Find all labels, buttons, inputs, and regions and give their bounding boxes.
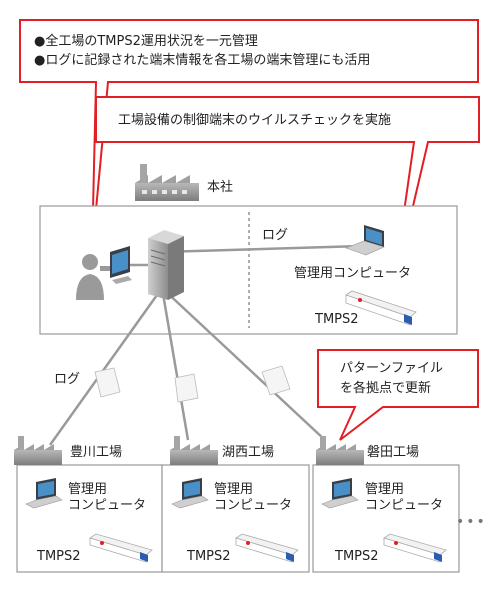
top-callout-line1: ●全工場のTMPS2運用状況を一元管理 (34, 34, 258, 49)
top-callout (19, 19, 479, 253)
hq-computer-label: 管理用コンピュータ (294, 266, 412, 281)
hq-device-label: TMPS2 (315, 312, 359, 327)
factory-building-icon (170, 436, 218, 465)
factory-computer-label-line1: 管理用 (68, 482, 108, 497)
factory-laptop-icon (171, 478, 209, 509)
hq-usb-device-icon (345, 290, 417, 326)
more-indicator: ••• (456, 514, 487, 530)
factory-laptop-icon (25, 478, 63, 509)
factory-device-label: TMPS2 (187, 549, 231, 564)
pattern-callout-line1: パターンファイル (340, 361, 443, 376)
hq-laptop-icon (345, 225, 385, 256)
monitor-icon (110, 246, 132, 284)
server-icon (148, 230, 184, 300)
left-log-label: ログ (54, 372, 81, 387)
pattern-callout-line2: を各拠点で更新 (340, 381, 432, 396)
pattern-callout (317, 349, 479, 441)
log-document-icon (261, 365, 291, 396)
top-callout-line2: ●ログに記録された端末情報を各工場の端末管理にも活用 (34, 53, 371, 68)
factory-computer-label-line2: コンピュータ (68, 498, 147, 513)
factory-computer-label-line1: 管理用 (365, 482, 405, 497)
operator-icon (76, 254, 112, 300)
factory-usb-device-icon (89, 533, 153, 563)
factory-usb-device-icon (383, 533, 447, 563)
factory-usb-device-icon (235, 533, 299, 563)
factory-name: 湖西工場 (222, 445, 275, 460)
factory-name: 豊川工場 (70, 445, 123, 460)
hq-log-label: ログ (262, 228, 289, 243)
virus-check-callout-text: 工場設備の制御端末のウイルスチェックを実施 (118, 113, 392, 128)
hq-name: 本社 (207, 180, 234, 195)
factory-computer-label-line2: コンピュータ (365, 498, 444, 513)
factory-building-icon (14, 436, 62, 465)
factory-device-label: TMPS2 (335, 549, 379, 564)
connection-lines (48, 244, 363, 446)
hq-building-icon (135, 164, 199, 201)
factory-building-icon (316, 436, 364, 465)
factory-name: 磐田工場 (367, 445, 420, 460)
factory-computer-label-line1: 管理用 (214, 482, 254, 497)
log-document-icon (174, 373, 199, 403)
factory-device-label: TMPS2 (37, 549, 81, 564)
log-document-icon (94, 367, 121, 398)
factory-computer-label-line2: コンピュータ (214, 498, 293, 513)
factory-laptop-icon (321, 478, 359, 509)
